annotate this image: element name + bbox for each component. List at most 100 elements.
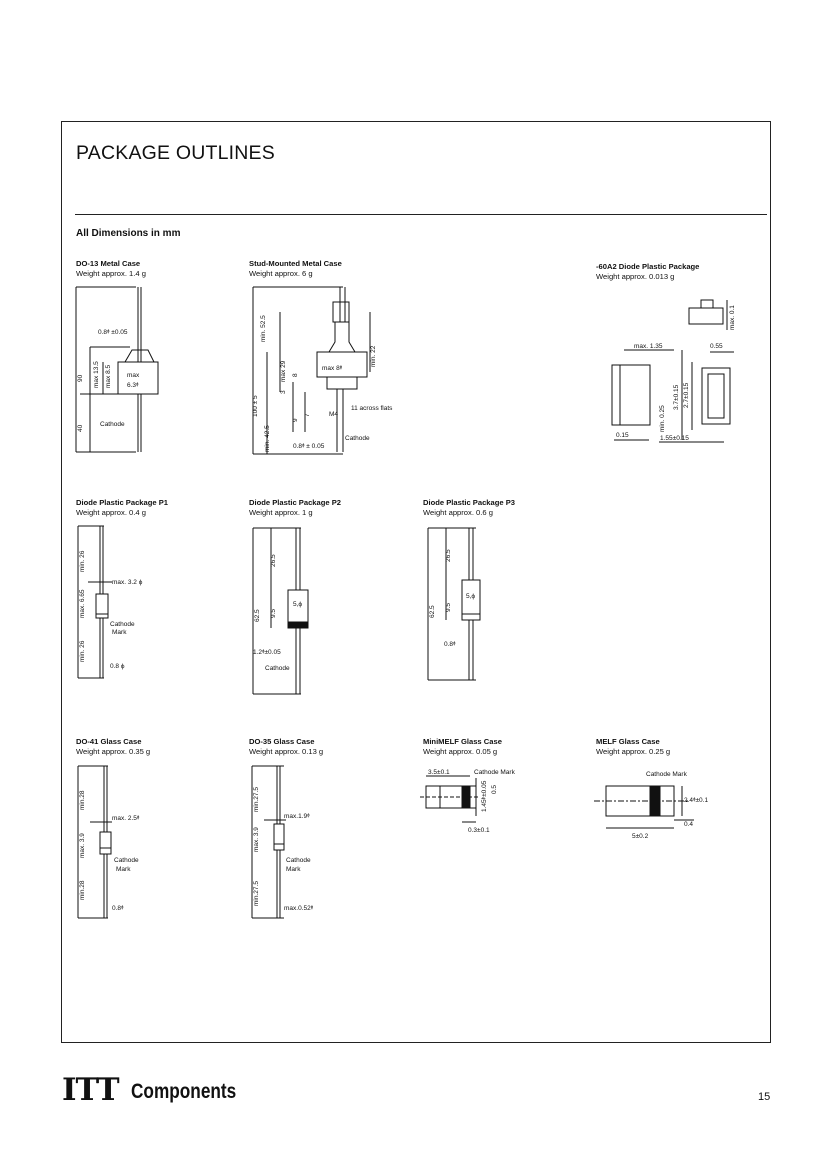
dim-label: 9.5 bbox=[270, 609, 277, 618]
dim-label: max. 3.9 bbox=[79, 833, 86, 858]
dim-label: 0.3±0.1 bbox=[468, 827, 490, 834]
package-weight: Weight approx. 0.013 g bbox=[596, 272, 675, 281]
package-name: DO-41 Glass Case bbox=[76, 737, 142, 746]
dim-label: 62.5 bbox=[254, 609, 261, 622]
dim-label: 0.4 bbox=[684, 821, 693, 828]
package-name: Diode Plastic Package P3 bbox=[423, 498, 516, 507]
dim-label: min. 42.5 bbox=[264, 425, 271, 452]
dim-label: max. 6.65 bbox=[79, 589, 86, 618]
dim-label: 3.7±0.15 bbox=[673, 384, 680, 410]
dim-label: max 8ᶲ bbox=[322, 365, 343, 372]
package-p1-header: Diode Plastic Package P1 Weight approx. … bbox=[76, 498, 168, 518]
package-do35-header: DO-35 Glass Case Weight approx. 0.13 g bbox=[249, 737, 323, 757]
package-stud-header: Stud-Mounted Metal Case Weight approx. 6… bbox=[249, 259, 342, 279]
dim-label: 2.4ᶲ±0.1 bbox=[684, 797, 708, 804]
dim-label: min.28 bbox=[79, 880, 86, 900]
do35-drawing: min.27.5 max.1.9ᶲ max. 3.9 Cathode Mark … bbox=[251, 765, 314, 919]
package-weight: Weight approx. 6 g bbox=[249, 269, 313, 278]
dim-label: min. 52.5 bbox=[260, 315, 267, 342]
itt-logo: ITT bbox=[62, 1072, 120, 1108]
dim-label: Mark bbox=[286, 866, 301, 873]
dim-label: 26.5 bbox=[445, 549, 452, 562]
dim-label: 9.5 bbox=[445, 603, 452, 612]
sot-drawing: max. 0.1 max. 1.35 0.55 min. 0.25 3.7±0.… bbox=[611, 299, 736, 443]
melf-drawing: Cathode Mark 2.4ᶲ±0.1 0.4 5±0.2 bbox=[594, 771, 708, 840]
package-name: DO-35 Glass Case bbox=[249, 737, 315, 746]
dim-label: 3 bbox=[280, 390, 287, 394]
title-rule bbox=[75, 214, 767, 215]
dim-label: max. 3.9 bbox=[253, 827, 260, 852]
dim-label: 7 bbox=[304, 413, 311, 417]
dim-label: min.28 bbox=[79, 790, 86, 810]
dim-label: Cathode bbox=[100, 421, 125, 428]
package-weight: Weight approx. 0.25 g bbox=[596, 747, 671, 756]
dim-label: 1.45ᶲ±0.05 bbox=[481, 780, 488, 812]
p2-drawing: 26.5 62.5 9.5 5,ϕ 1.2ᶲ±0.05 Cathode bbox=[252, 527, 309, 695]
dim-label: 0.5 bbox=[491, 785, 498, 794]
package-name: MiniMELF Glass Case bbox=[423, 737, 502, 746]
dim-label: Cathode bbox=[286, 857, 311, 864]
dim-label: max bbox=[127, 372, 140, 379]
package-p3-header: Diode Plastic Package P3 Weight approx. … bbox=[423, 498, 515, 518]
dim-label: max.0.52ᶲ bbox=[284, 905, 314, 912]
package-melf-header: MELF Glass Case Weight approx. 0.25 g bbox=[596, 737, 670, 757]
package-weight: Weight approx. 0.6 g bbox=[423, 508, 493, 517]
package-minimelf-header: MiniMELF Glass Case Weight approx. 0.05 … bbox=[423, 737, 502, 757]
page-title: PACKAGE OUTLINES bbox=[76, 142, 275, 164]
dim-label: Cathode Mark bbox=[646, 771, 688, 778]
package-name: -60A2 Diode Plastic Package bbox=[596, 262, 700, 271]
dim-label: 26.5 bbox=[270, 554, 277, 567]
dim-label: max. 2.5ᶲ bbox=[112, 815, 140, 822]
package-name: Stud-Mounted Metal Case bbox=[249, 259, 342, 268]
dim-label: 5,ϕ bbox=[466, 593, 475, 600]
dimensions-note: All Dimensions in mm bbox=[76, 228, 181, 239]
dim-label: 8 bbox=[292, 373, 299, 377]
package-p2-header: Diode Plastic Package P2 Weight approx. … bbox=[249, 498, 341, 518]
dim-label: min. 26 bbox=[79, 550, 86, 572]
package-weight: Weight approx. 1 g bbox=[249, 508, 313, 517]
package-name: DO-13 Metal Case bbox=[76, 259, 141, 268]
package-do41-header: DO-41 Glass Case Weight approx. 0.35 g bbox=[76, 737, 150, 757]
dim-label: max 13.5 bbox=[93, 361, 100, 388]
dim-label: 1.55±0.15 bbox=[660, 435, 689, 442]
package-name: Diode Plastic Package P1 bbox=[76, 498, 169, 507]
dim-label: 0.8ᶲ bbox=[112, 905, 124, 912]
dim-label: 62.5 bbox=[429, 605, 436, 618]
dim-label: 100 ± 5 bbox=[252, 395, 259, 417]
dim-label: Mark bbox=[116, 866, 131, 873]
do13-drawing: 0.8ᶲ ±0.05 max 13.5 max 8.5 max 6.3ᶲ 90 … bbox=[75, 286, 159, 453]
dim-label: 2.7±0.15 bbox=[683, 382, 690, 408]
dim-label: 6.3ᶲ bbox=[127, 382, 139, 389]
dim-label: min. 22 bbox=[370, 345, 377, 367]
dim-label: min.27.5 bbox=[253, 787, 260, 812]
dim-label: Cathode bbox=[345, 435, 370, 442]
page-frame bbox=[61, 121, 771, 1043]
dim-label: M4 bbox=[329, 411, 338, 418]
dim-label: 0.55 bbox=[710, 343, 723, 350]
package-weight: Weight approx. 0.35 g bbox=[76, 747, 151, 756]
dim-label: Cathode bbox=[114, 857, 139, 864]
minimelf-drawing: 3.5±0.1 Cathode Mark 0.5 1.45ᶲ±0.05 0.3±… bbox=[420, 769, 516, 834]
package-weight: Weight approx. 0.4 g bbox=[76, 508, 146, 517]
dim-label: 11 across flats bbox=[351, 405, 393, 412]
do41-drawing: min.28 max. 2.5ᶲ max. 3.9 Cathode Mark m… bbox=[77, 765, 140, 919]
package-weight: Weight approx. 0.05 g bbox=[423, 747, 498, 756]
package-name: Diode Plastic Package P2 bbox=[249, 498, 342, 507]
dim-label: Cathode Mark bbox=[474, 769, 516, 776]
dim-label: min. 26 bbox=[79, 640, 86, 662]
package-name: MELF Glass Case bbox=[596, 737, 660, 746]
package-weight: Weight approx. 0.13 g bbox=[249, 747, 324, 756]
dim-label: 40 bbox=[77, 424, 84, 432]
dim-label: Mark bbox=[112, 629, 127, 636]
dim-label: 0.8ᶲ bbox=[444, 641, 456, 648]
package-do13-header: DO-13 Metal Case Weight approx. 1.4 g bbox=[76, 259, 146, 279]
brand-name: Components bbox=[131, 1080, 237, 1103]
dim-label: max.1.9ᶲ bbox=[284, 813, 310, 820]
page-number: 15 bbox=[758, 1091, 771, 1103]
dim-label: max. 3.2 ϕ bbox=[112, 579, 143, 586]
dim-label: Cathode bbox=[110, 621, 135, 628]
dim-label: min.27.5 bbox=[253, 881, 260, 906]
dim-label: 9 bbox=[292, 418, 299, 422]
dim-label: 5±0.2 bbox=[632, 833, 649, 840]
dim-label: 0.8ᶲ ± 0.05 bbox=[293, 443, 325, 450]
